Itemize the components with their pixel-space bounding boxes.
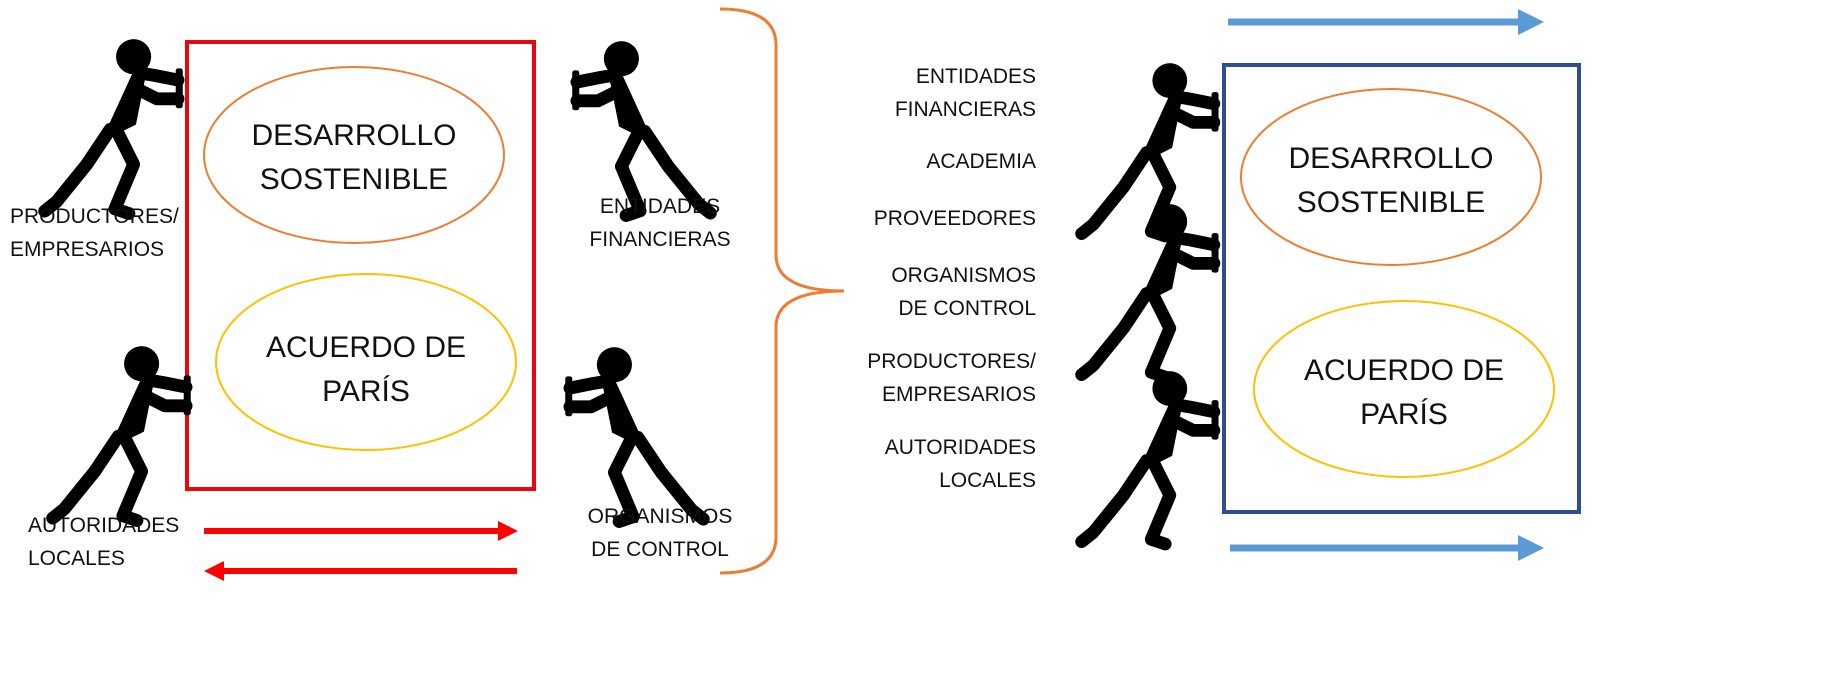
right-label-suppliers: PROVEEDORES [830,202,1036,235]
oval-line: ACUERDO DE [1303,354,1505,387]
label-line: PRODUCTORES/ [867,350,1036,373]
right-label-financial-entities: ENTIDADES FINANCIERAS [830,60,1036,126]
label-line: LOCALES [28,547,125,570]
pushing-person-icon [53,346,191,520]
right-label-producers: PRODUCTORES/ EMPRESARIOS [830,345,1036,411]
left-oval-paris-text: ACUERDO DE PARÍS [226,326,506,414]
label-line: EMPRESARIOS [881,383,1036,406]
right-oval-sustainable-text: DESARROLLO SOSTENIBLE [1251,137,1531,225]
oval-line: ACUERDO DE [265,331,467,364]
right-frame [1222,63,1581,514]
oval-line: DESARROLLO [1288,142,1494,175]
label-line: AUTORIDADES [28,514,180,537]
left-oval-paris-agreement [215,273,517,451]
right-oval-paris-agreement [1253,300,1555,478]
red-arrow-right [204,521,518,541]
label-line: FINANCIERAS [894,98,1036,121]
pushing-person-icon [45,39,183,213]
oval-line: PARÍS [1360,398,1448,431]
label-line: ACADEMIA [926,150,1036,173]
blue-arrow-bottom [1230,535,1544,561]
blue-arrow-top [1228,9,1544,35]
label-financial-entities: ENTIDADES FINANCIERAS [575,190,745,256]
label-line: ORGANISMOS [587,505,733,528]
pushing-person-icon [1082,63,1219,236]
label-producers: PRODUCTORES/ EMPRESARIOS [10,200,179,266]
curly-brace [719,7,845,575]
right-label-academia: ACADEMIA [830,145,1036,178]
label-line: EMPRESARIOS [10,238,165,261]
label-local-authorities: AUTORIDADES LOCALES [28,509,179,575]
label-control-bodies: ORGANISMOS DE CONTROL [575,500,745,566]
label-line: PROVEEDORES [873,207,1036,230]
left-oval-sustainable-text: DESARROLLO SOSTENIBLE [214,114,494,202]
oval-line: PARÍS [322,375,410,408]
left-oval-sustainable-development [203,66,505,244]
right-label-local-authorities: AUTORIDADES LOCALES [830,431,1036,497]
label-line: ENTIDADES [599,195,721,218]
label-line: PRODUCTORES/ [10,205,179,228]
right-oval-paris-text: ACUERDO DE PARÍS [1264,349,1544,437]
label-line: AUTORIDADES [884,436,1036,459]
label-line: DE CONTROL [898,297,1036,320]
pushing-person-icon [565,347,703,521]
oval-line: SOSTENIBLE [1296,186,1486,219]
right-label-control-bodies: ORGANISMOS DE CONTROL [830,259,1036,325]
left-frame [185,40,536,491]
label-line: FINANCIERAS [589,228,731,251]
label-line: DE CONTROL [591,538,729,561]
right-oval-sustainable-development [1240,88,1542,266]
pushing-person-icon [1082,371,1219,544]
oval-line: SOSTENIBLE [259,163,449,196]
oval-line: DESARROLLO [251,119,457,152]
label-line: ENTIDADES [915,65,1036,88]
red-arrow-left [204,561,517,581]
label-line: ORGANISMOS [891,264,1036,287]
label-line: LOCALES [939,469,1036,492]
